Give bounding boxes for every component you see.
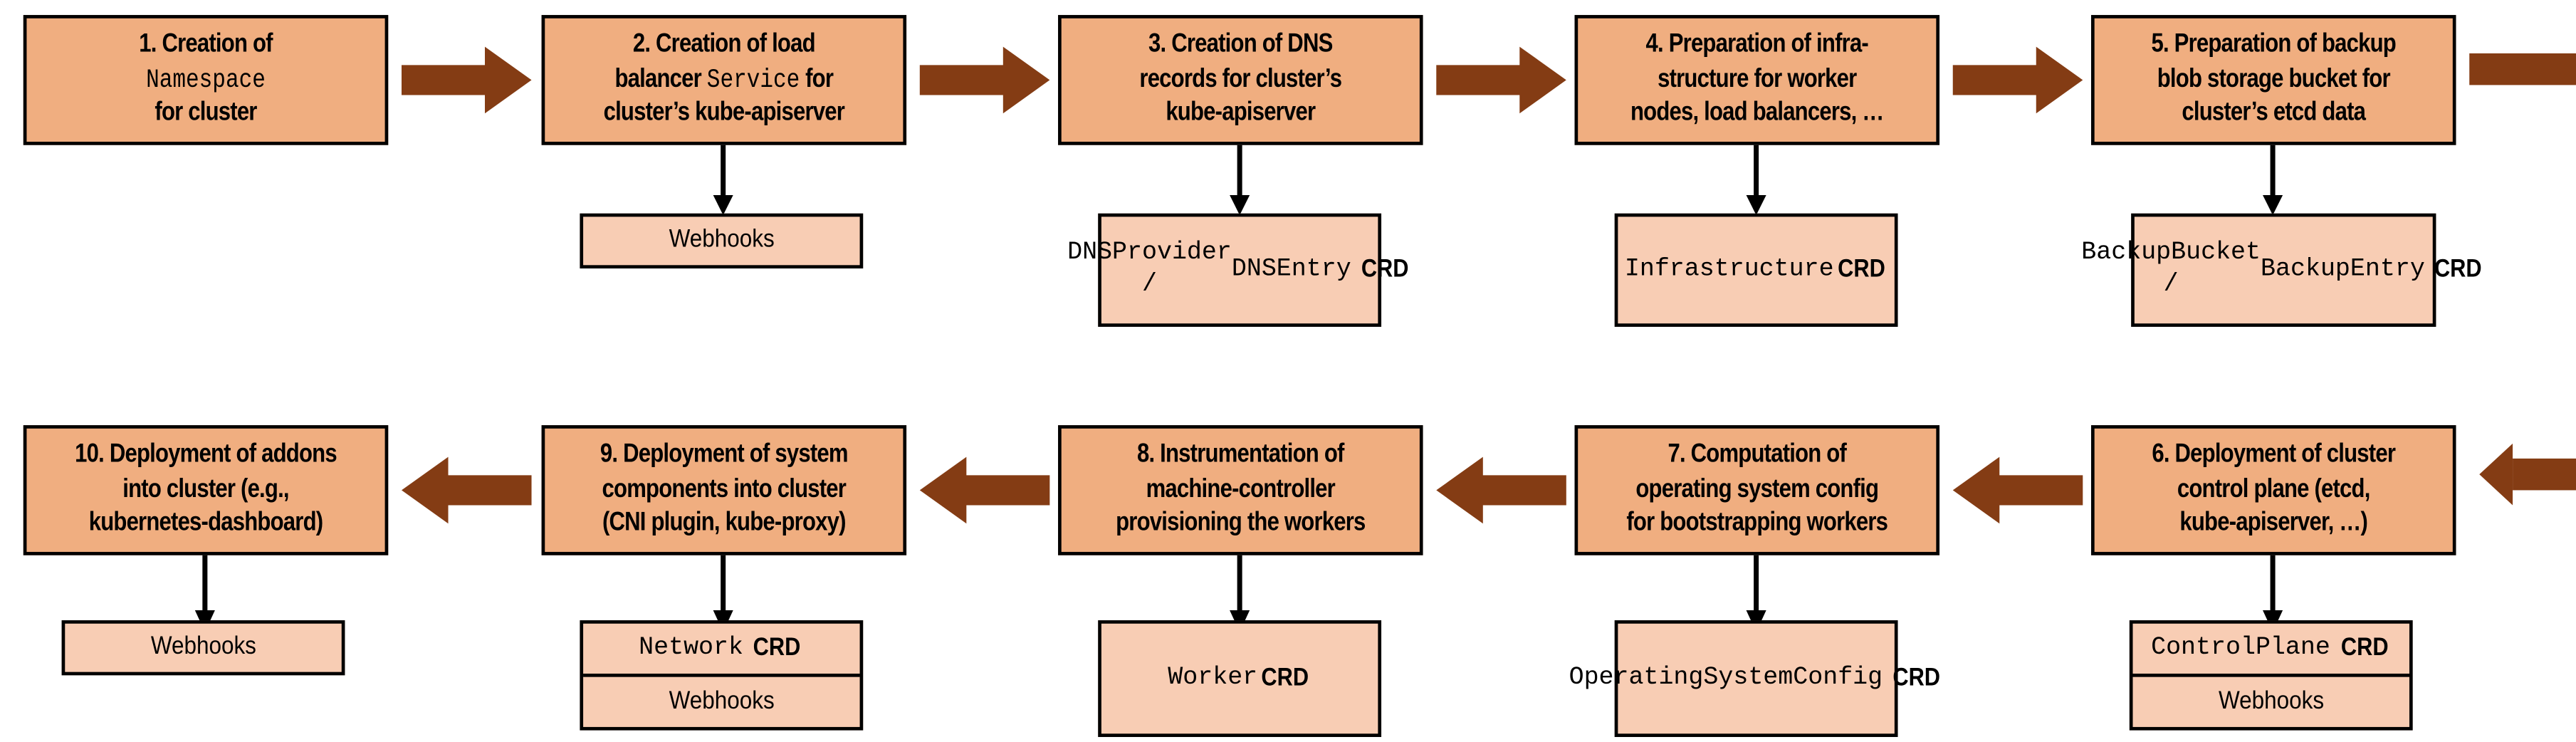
arrow-4-to-5: [1952, 46, 2083, 114]
arrow-9-to-10: [401, 456, 532, 524]
artifact-box-step10[interactable]: Webhooks: [61, 620, 345, 676]
connector-step3-to-crd: [1230, 145, 1250, 216]
crd-label-step6: ControlPlane CRD: [2151, 632, 2388, 662]
webhooks-label-step6: Webhooks: [2132, 673, 2409, 727]
arrow-1-to-2: [401, 46, 532, 114]
step-box-4[interactable]: 4. Preparation of infra-structure for wo…: [1574, 15, 1940, 145]
crd-label-step5: BackupBucket /BackupEntry CRD: [2081, 240, 2483, 299]
connector-step2-to-webhooks: [713, 145, 733, 216]
connector-step4-to-crd: [1746, 145, 1766, 216]
step-4-label: 4. Preparation of infra-structure for wo…: [1630, 30, 1884, 127]
arrow-8-to-9: [919, 456, 1050, 524]
webhooks-label-step9: Webhooks: [583, 673, 860, 727]
arrow-3-to-4: [1436, 46, 1566, 114]
arrow-5-to-6: [2469, 53, 2576, 506]
artifact-box-step2[interactable]: Webhooks: [580, 213, 864, 268]
artifact-box-step9[interactable]: Network CRD Webhooks: [580, 620, 864, 731]
artifact-box-step3[interactable]: DNSProvider /DNSEntry CRD: [1067, 213, 1409, 327]
crd-label-step3: DNSProvider /DNSEntry CRD: [1067, 240, 1409, 299]
artifact-box-step5[interactable]: BackupBucket /BackupEntry CRD: [2081, 213, 2483, 327]
webhooks-label-step10: Webhooks: [150, 632, 256, 661]
webhooks-label-step2: Webhooks: [669, 225, 775, 254]
arrow-2-to-3: [919, 46, 1050, 114]
arrow-6-to-7: [1952, 456, 2083, 524]
connector-step5-to-crd: [2263, 145, 2283, 216]
artifact-box-step6[interactable]: ControlPlane CRD Webhooks: [2129, 620, 2413, 731]
crd-label-step9: Network CRD: [639, 632, 801, 662]
arrow-7-to-8: [1436, 456, 1566, 524]
